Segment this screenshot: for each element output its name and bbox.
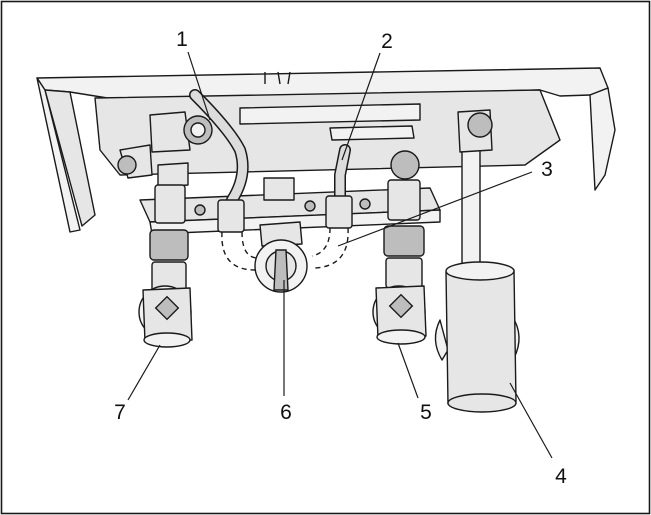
leader-1 — [187, 51, 211, 121]
leader-5 — [397, 342, 419, 399]
leader-7 — [127, 344, 161, 401]
callout-2: 2 — [381, 30, 393, 53]
leader-lines — [127, 51, 553, 459]
cylinder-4 — [434, 109, 520, 413]
callout-6: 6 — [280, 401, 292, 424]
callouts: 1 2 3 4 5 6 7 — [114, 28, 567, 488]
pipe-1 — [189, 89, 249, 233]
tap-6 — [254, 177, 308, 293]
callout-3: 3 — [541, 158, 553, 181]
hidden-pipes-3 — [221, 227, 349, 271]
pipe-2 — [325, 144, 353, 229]
gas-valve-assembly — [117, 111, 213, 188]
callout-4: 4 — [555, 465, 567, 488]
callout-5: 5 — [420, 401, 432, 424]
callout-7: 7 — [114, 401, 126, 424]
leader-2 — [341, 52, 381, 161]
leader-3 — [337, 171, 533, 247]
leader-4 — [509, 382, 553, 459]
valve-5 — [372, 150, 427, 345]
valve-7 — [138, 184, 193, 348]
callout-1: 1 — [176, 28, 188, 51]
